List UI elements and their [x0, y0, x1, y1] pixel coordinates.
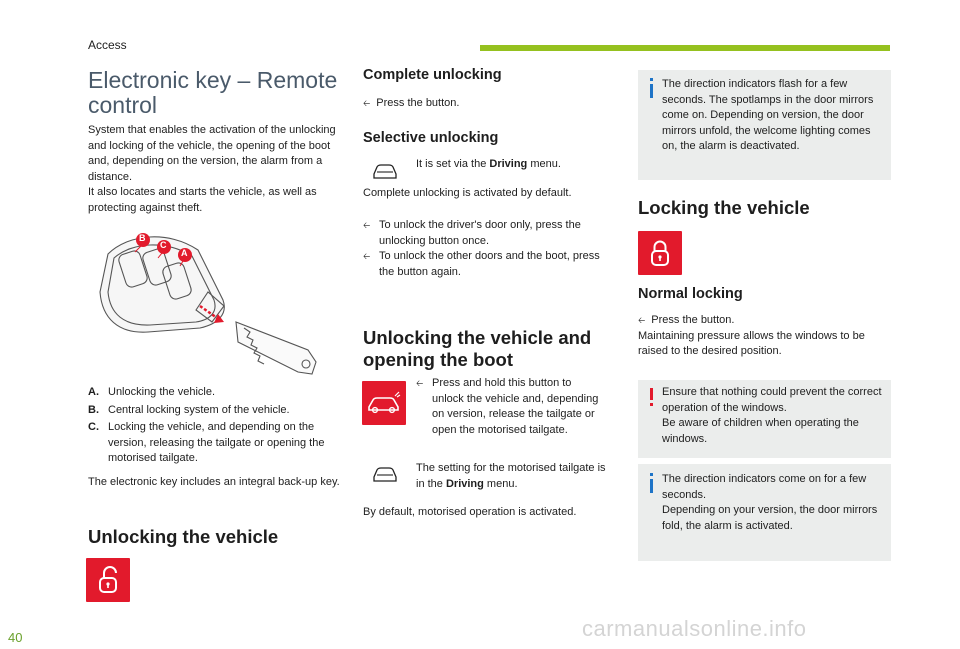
key-label-a: A	[181, 248, 188, 258]
definition-a: A.Unlocking the vehicle.	[88, 386, 216, 398]
boot-button-icon	[362, 381, 406, 425]
heading-normal-locking: Normal locking	[638, 286, 743, 302]
normal-locking-bullet: 🡠Press the button.	[638, 314, 735, 326]
complete-unlocking-bullet: 🡠Press the button.	[363, 97, 460, 109]
selective-default-text: Complete unlocking is activated by defau…	[363, 187, 572, 199]
selective-set-via: It is set via the Driving menu.	[416, 158, 561, 170]
lock-button-icon	[638, 231, 682, 275]
key-illustration: B C A	[88, 222, 338, 382]
page-number: 40	[8, 630, 23, 645]
key-definitions: A.Unlocking the vehicle. B.Central locki…	[88, 385, 344, 467]
warning-note-text: Ensure that nothing could prevent the co…	[662, 386, 882, 445]
backup-key-text: The electronic key includes an integral …	[88, 476, 340, 488]
intro-text-2: It also locates and starts the vehicle, …	[88, 186, 317, 214]
section-label: Access	[88, 38, 127, 52]
definition-c: C.Locking the vehicle, and depending on …	[88, 421, 325, 464]
key-label-b: B	[139, 233, 146, 243]
info-note-2: The direction indicators come on for a f…	[638, 464, 891, 561]
normal-locking-text: 🡠Press the button. Maintaining pressure …	[638, 313, 891, 360]
heading-locking-vehicle: Locking the vehicle	[638, 197, 810, 218]
vehicle-settings-icon-2	[370, 463, 400, 485]
page-title: Electronic key – Remote control	[88, 67, 338, 118]
intro-text: System that enables the activation of th…	[88, 124, 336, 183]
boot-default-text: By default, motorised operation is activ…	[363, 506, 577, 518]
key-label-c: C	[160, 240, 167, 250]
heading-unlocking-vehicle: Unlocking the vehicle	[88, 526, 279, 547]
normal-locking-maintain: Maintaining pressure allows the windows …	[638, 329, 865, 358]
info-icon	[650, 84, 653, 98]
info-icon-2	[650, 479, 653, 493]
warning-icon	[650, 388, 653, 400]
heading-selective-unlocking: Selective unlocking	[363, 130, 499, 146]
boot-setting-text: The setting for the motorised tailgate i…	[416, 462, 606, 490]
electronic-key-icon	[99, 233, 317, 375]
definition-b: B.Central locking system of the vehicle.	[88, 403, 290, 416]
selective-bullet-1: 🡠To unlock the driver's door only, press…	[363, 219, 581, 247]
vehicle-settings-icon	[370, 160, 400, 182]
selective-bullet-2: 🡠To unlock the other doors and the boot,…	[363, 250, 600, 278]
heading-complete-unlocking: Complete unlocking	[363, 67, 502, 83]
heading-unlocking-boot: Unlocking the vehicle and opening the bo…	[363, 327, 592, 370]
info-note-2-text: The direction indicators come on for a f…	[662, 473, 878, 532]
warning-note: Ensure that nothing could prevent the co…	[638, 380, 891, 458]
info-note-1-text: The direction indicators flash for a few…	[662, 78, 874, 152]
section-accent-bar	[480, 45, 890, 51]
watermark: carmanualsonline.info	[582, 616, 807, 641]
boot-bullet: 🡠Press and hold this button to unlock th…	[416, 377, 599, 436]
info-note-1: The direction indicators flash for a few…	[638, 70, 891, 180]
selective-bullets: 🡠To unlock the driver's door only, press…	[363, 218, 608, 280]
intro-paragraph: System that enables the activation of th…	[88, 123, 344, 216]
unlock-button-icon	[86, 558, 130, 602]
